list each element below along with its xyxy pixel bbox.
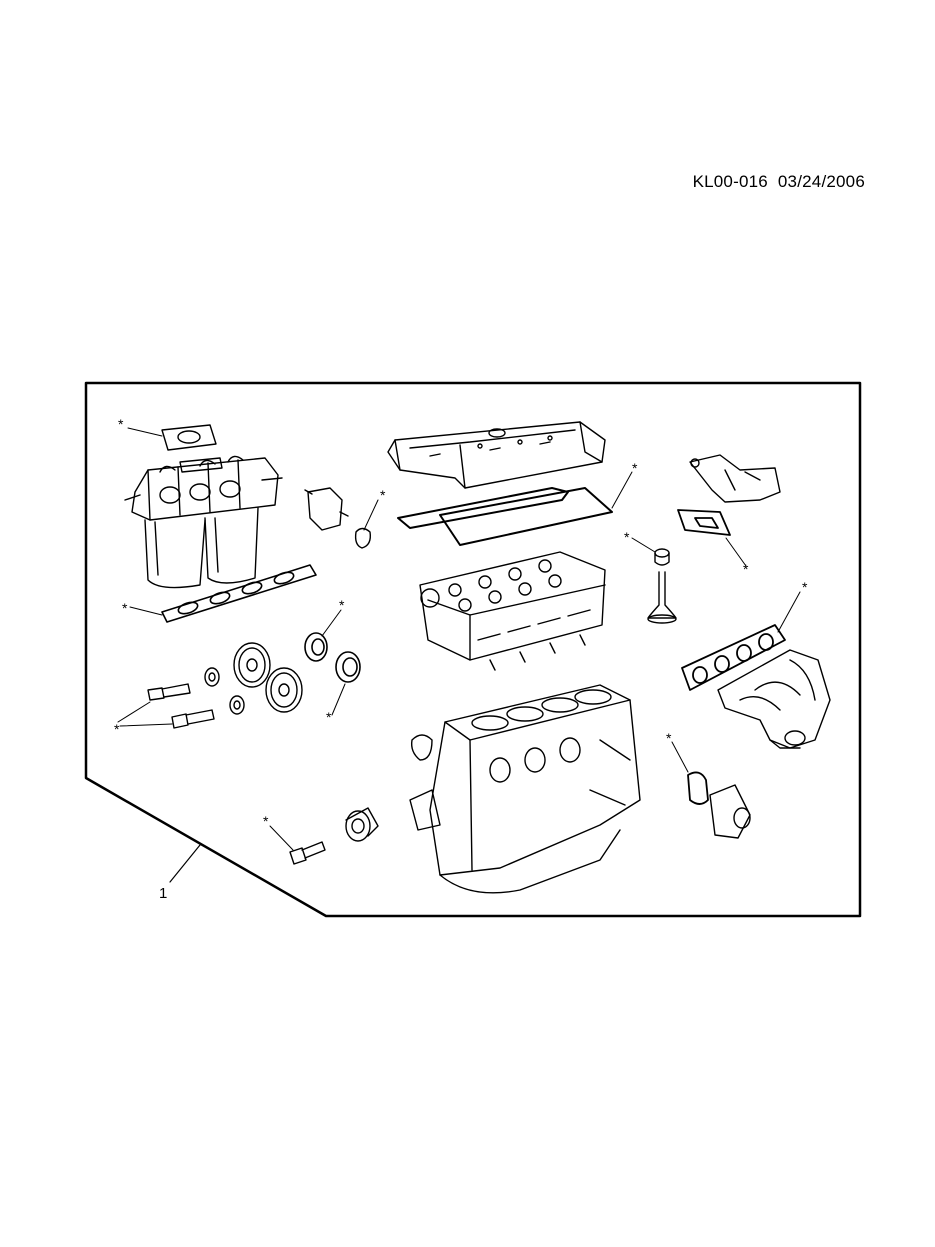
small-gasket-top	[354, 499, 379, 549]
marker-intake-gasket: *	[122, 600, 128, 616]
cylinder-block	[409, 684, 641, 894]
marker-exhaust-gasket: *	[802, 579, 808, 595]
document-date: 03/24/2006	[777, 172, 865, 191]
sprocket-bolt-1	[117, 683, 191, 723]
valve-stem-seal	[631, 537, 670, 566]
marker-tensioner-bolt: *	[263, 813, 269, 829]
marker-throttle-gasket: *	[118, 416, 124, 432]
marker-thermostat-gasket: *	[743, 561, 749, 577]
marker-small-gasket: *	[380, 487, 386, 503]
timing-belt-tensioner	[345, 807, 379, 842]
marker-cam-seal: *	[339, 597, 345, 613]
camshaft-sprocket-2	[265, 667, 303, 713]
marker-sprocket-bolts: *	[114, 721, 120, 737]
part-code: KL00-016	[692, 172, 768, 191]
marker-crank-seal: *	[326, 709, 332, 725]
exhaust-manifold-gasket	[681, 591, 801, 691]
intake-manifold	[124, 455, 283, 589]
throttle-gasket	[127, 424, 223, 473]
engine-valve	[647, 571, 677, 624]
exhaust-manifold	[717, 649, 831, 749]
cylinder-head	[419, 551, 606, 671]
camshaft-cover	[387, 421, 606, 489]
camshaft-sprocket-1	[233, 642, 271, 688]
water-outlet	[709, 784, 751, 839]
marker-water-gasket: *	[666, 730, 672, 746]
camshaft-cover-gasket	[397, 471, 633, 546]
camshaft-oil-seal-1	[304, 609, 342, 662]
sprocket-bolt-2	[119, 709, 215, 729]
main-callout-leader	[169, 844, 201, 883]
main-callout-number: 1	[159, 885, 167, 902]
water-outlet-gasket	[671, 741, 709, 805]
kit-frame	[84, 381, 862, 918]
tensioner-bolt	[269, 825, 326, 865]
egr-valve	[304, 487, 349, 531]
thermostat-housing	[689, 454, 781, 503]
thermostat-gasket	[677, 509, 747, 567]
intake-gasket	[129, 564, 317, 623]
washer-1	[204, 667, 220, 687]
document-header: KL00-016 03/24/2006	[640, 172, 865, 192]
crankshaft-oil-seal	[331, 651, 361, 716]
marker-cover-gasket: *	[632, 460, 638, 476]
washer-2	[229, 695, 245, 715]
asterisk-markers: * * * * * * * * * * * *	[114, 416, 808, 829]
marker-stem-seal: *	[624, 529, 630, 545]
